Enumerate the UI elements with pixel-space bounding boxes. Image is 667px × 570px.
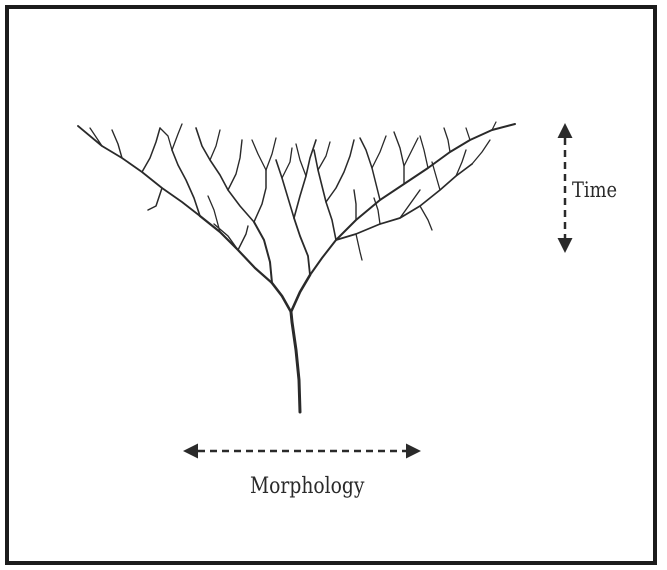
time-label: Time — [572, 178, 618, 202]
figure-frame — [5, 5, 657, 565]
tree-icon — [77, 121, 516, 414]
morphology-label: Morphology — [250, 474, 365, 499]
